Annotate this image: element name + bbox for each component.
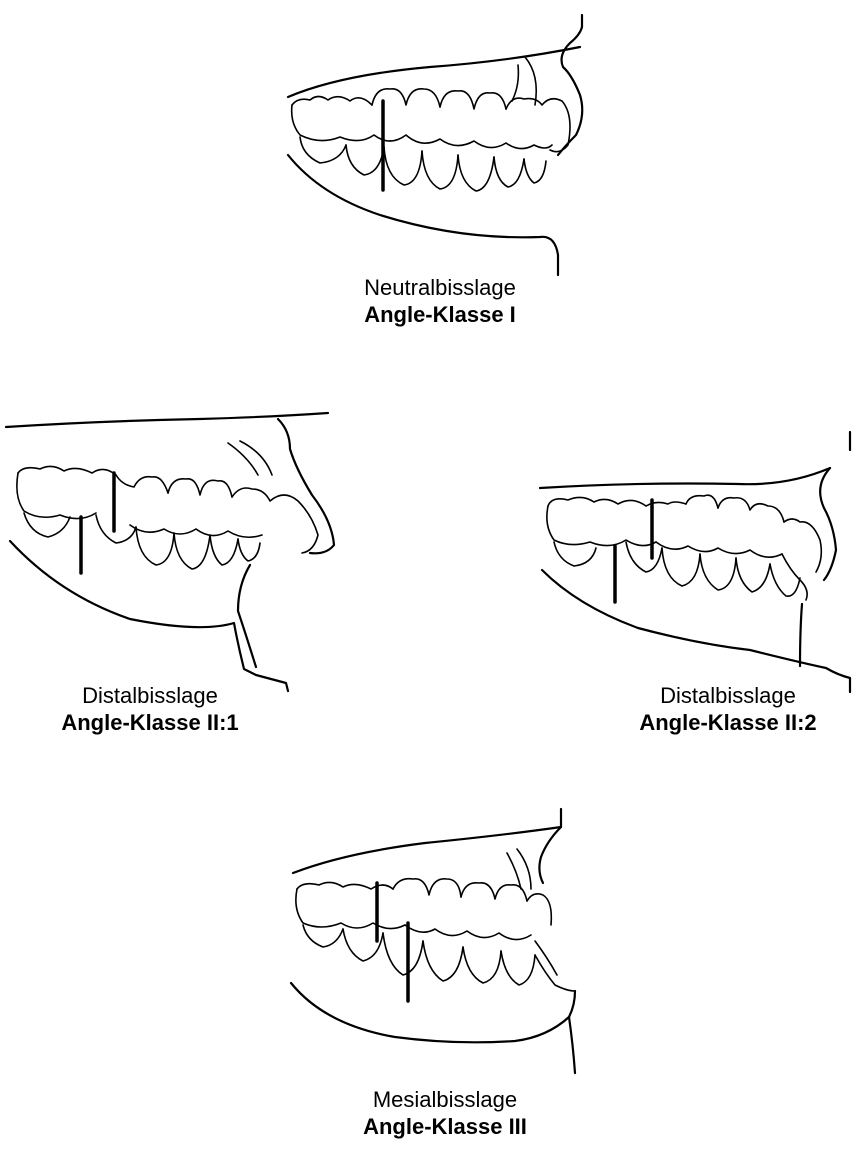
figure-class-1: Neutralbisslage Angle-Klasse I — [280, 5, 600, 295]
angle-class-label: Angle-Klasse I — [280, 301, 600, 329]
angle-class-label: Angle-Klasse III — [285, 1113, 605, 1141]
caption-class-1: Neutralbisslage Angle-Klasse I — [280, 275, 600, 329]
bite-type-label: Distalbisslage — [598, 683, 858, 709]
figure-class-2-2: Distalbisslage Angle-Klasse II:2 — [538, 430, 858, 735]
figure-class-3: Mesialbisslage Angle-Klasse III — [285, 805, 605, 1155]
bite-type-label: Mesialbisslage — [285, 1087, 605, 1113]
caption-class-2-1: Distalbisslage Angle-Klasse II:1 — [0, 683, 300, 737]
caption-class-2-2: Distalbisslage Angle-Klasse II:2 — [598, 683, 858, 737]
angle-class-label: Angle-Klasse II:1 — [0, 709, 300, 737]
angle-class-label: Angle-Klasse II:2 — [598, 709, 858, 737]
figure-class-2-1: Distalbisslage Angle-Klasse II:1 — [0, 405, 340, 735]
teeth-illustration-class-3 — [285, 805, 605, 1095]
caption-class-3: Mesialbisslage Angle-Klasse III — [285, 1087, 605, 1141]
bite-type-label: Neutralbisslage — [280, 275, 600, 301]
bite-type-label: Distalbisslage — [0, 683, 300, 709]
teeth-illustration-class-1 — [280, 5, 600, 295]
